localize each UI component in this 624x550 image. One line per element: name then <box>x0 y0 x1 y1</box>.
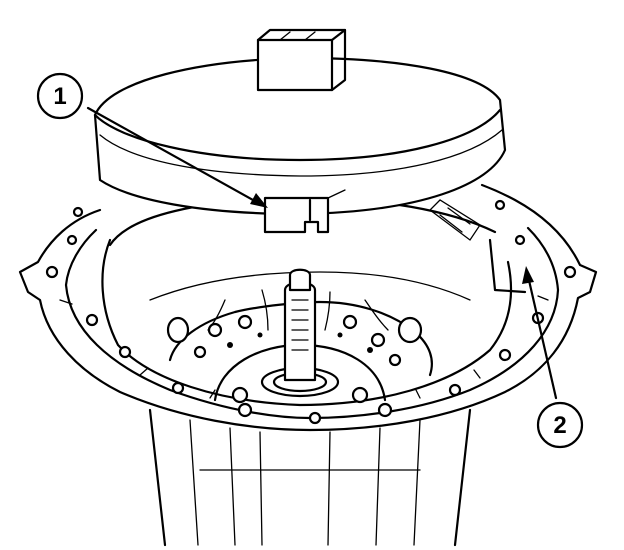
leader-line-1 <box>86 106 264 207</box>
arrow-head-2 <box>522 266 534 284</box>
removed-cover-assembly <box>93 28 507 234</box>
arrow-head-1 <box>250 193 268 208</box>
callout-1: 1 <box>36 72 84 120</box>
callout-1-label: 1 <box>53 83 66 110</box>
leader-line-2 <box>526 274 558 400</box>
bell-housing-body <box>148 408 472 547</box>
valve-body-components <box>166 268 433 404</box>
callout-2: 2 <box>536 401 584 449</box>
leader-lines <box>86 106 558 400</box>
callout-2-label: 2 <box>553 412 566 439</box>
